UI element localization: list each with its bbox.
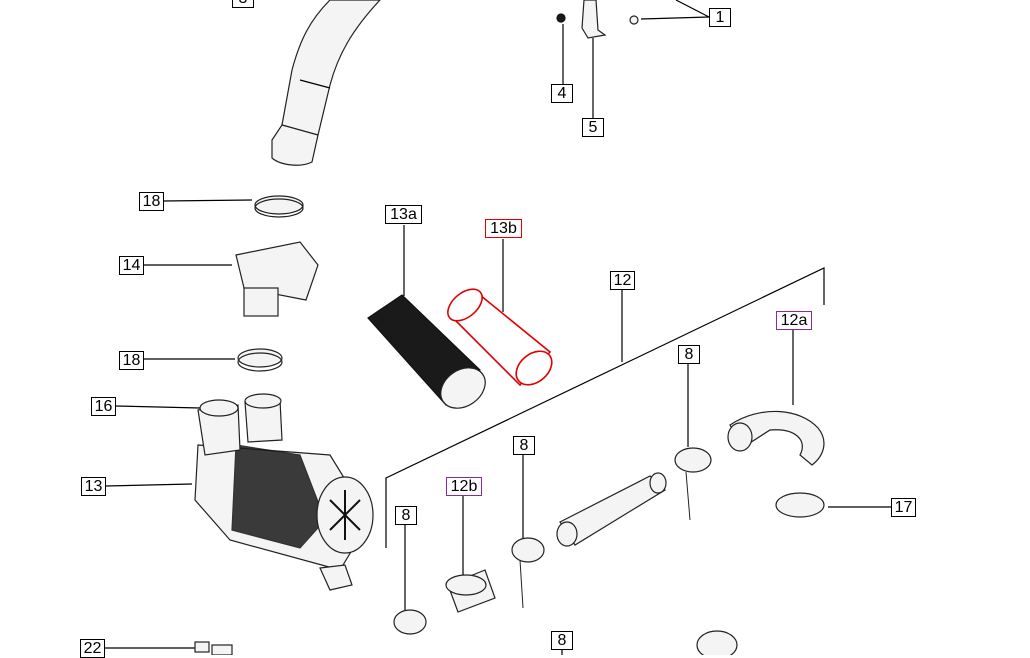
rain-cap xyxy=(143,241,319,317)
callout-13b: 13b xyxy=(485,219,522,238)
hose-clamp-top xyxy=(162,195,304,218)
kit-bracket-12 xyxy=(385,267,825,548)
callout-1: 1 xyxy=(709,8,731,27)
part-22-fitting xyxy=(105,641,233,655)
safety-filter-element xyxy=(447,239,553,387)
callout-8-b: 8 xyxy=(513,436,535,455)
callout-18-middle: 18 xyxy=(119,351,144,370)
callout-12: 12 xyxy=(610,271,635,290)
callout-12a: 12a xyxy=(776,311,812,330)
callout-13a: 13a xyxy=(385,205,422,224)
elbow-hose-12a xyxy=(727,330,825,466)
callout-22: 22 xyxy=(80,639,105,658)
callout-14: 14 xyxy=(119,256,144,275)
straight-tube xyxy=(556,472,667,547)
primary-filter-element xyxy=(367,225,486,409)
intake-elbow-pipe xyxy=(271,0,381,166)
callout-4: 4 xyxy=(551,84,573,103)
callout-8-c: 8 xyxy=(395,506,417,525)
air-cleaner-housing xyxy=(105,393,374,591)
clamps-8 xyxy=(393,364,738,655)
callout-17: 17 xyxy=(891,498,916,517)
mounting-bracket xyxy=(556,0,710,118)
short-hose-12b xyxy=(445,496,496,613)
hose-clamp-middle xyxy=(143,348,283,372)
callout-5: 5 xyxy=(582,118,604,137)
callout-8-d: 8 xyxy=(551,631,573,650)
callout-3: 3 xyxy=(232,0,254,8)
callout-18-top: 18 xyxy=(139,192,164,211)
callout-12b: 12b xyxy=(446,477,482,496)
hose-clamp-17 xyxy=(775,492,891,518)
callout-8-a: 8 xyxy=(678,345,700,364)
callout-16: 16 xyxy=(91,397,116,416)
callout-13: 13 xyxy=(81,477,106,496)
